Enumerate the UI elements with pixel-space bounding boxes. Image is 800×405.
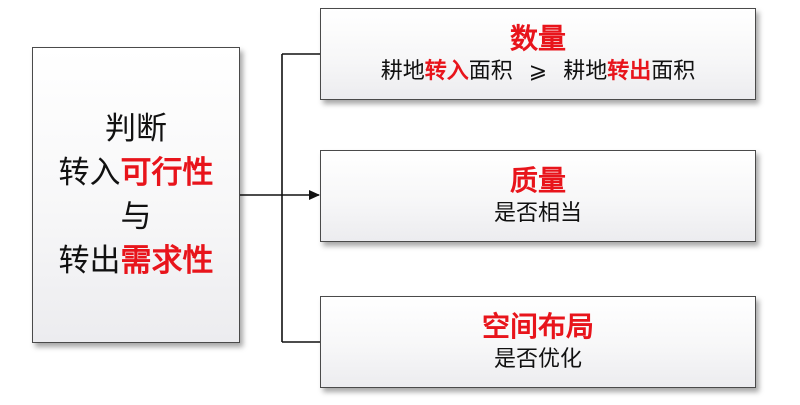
judgement-label: 判断	[105, 111, 167, 147]
quantity-title: 数量	[509, 22, 566, 55]
condition-transfer-in: 转入	[424, 59, 469, 84]
transfer-out-label: 转出	[58, 243, 121, 279]
condition-text: 面积	[468, 59, 513, 84]
quantity-box: 数量 耕地转入面积⩾耕地转出面积	[320, 8, 756, 100]
condition-text: 耕地	[563, 59, 608, 84]
condition-text: 耕地	[380, 59, 425, 84]
condition-text: 面积	[651, 59, 696, 84]
judgement-line-3: 与	[121, 195, 152, 239]
quality-box: 质量 是否相当	[320, 150, 756, 242]
transfer-in-label: 转入	[58, 155, 121, 191]
and-label: 与	[120, 199, 152, 235]
greater-equal-symbol: ⩾	[528, 59, 548, 84]
judgement-box: 判断 转入可行性 与 转出需求性	[32, 47, 240, 343]
spatial-layout-subtitle: 是否优化	[493, 347, 582, 372]
condition-transfer-out: 转出	[607, 59, 652, 84]
quality-subtitle: 是否相当	[493, 201, 582, 226]
spatial-layout-box: 空间布局 是否优化	[320, 296, 756, 388]
demand-label: 需求性	[120, 243, 214, 279]
spatial-layout-title: 空间布局	[481, 310, 594, 343]
feasibility-label: 可行性	[120, 155, 214, 191]
judgement-line-4: 转出需求性	[59, 239, 214, 283]
quantity-condition: 耕地转入面积⩾耕地转出面积	[381, 57, 696, 87]
quality-title: 质量	[509, 164, 566, 197]
judgement-line-2: 转入可行性	[59, 151, 214, 195]
judgement-line-1: 判断	[105, 107, 167, 151]
